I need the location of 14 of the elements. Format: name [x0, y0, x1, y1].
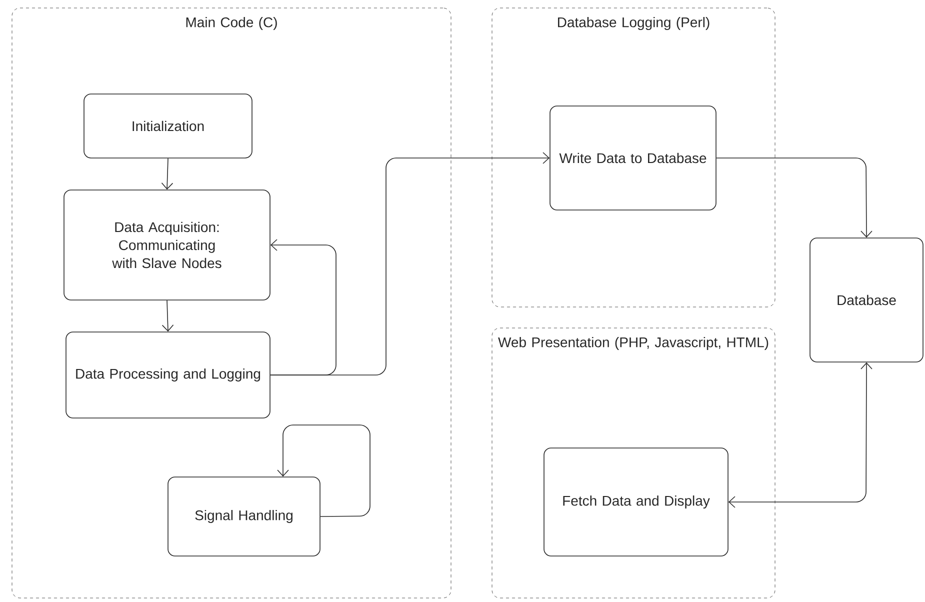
arrow — [161, 158, 174, 190]
arrow — [728, 362, 872, 508]
process-box: Signal Handling — [168, 476, 320, 556]
process-box: Database — [810, 238, 924, 362]
process-box: Write Data to Database — [550, 106, 716, 210]
arrow — [277, 424, 370, 517]
arrow — [716, 158, 872, 238]
process-box: Data Processing and Logging — [66, 332, 270, 418]
arrow — [270, 152, 550, 376]
process-box: Data Acquisition: Communicating with Slave Nodes — [64, 190, 270, 300]
process-box: Fetch Data and Display — [544, 448, 728, 556]
arrow — [162, 300, 174, 332]
process-box: Initialization — [84, 94, 252, 158]
arrow — [270, 239, 336, 376]
